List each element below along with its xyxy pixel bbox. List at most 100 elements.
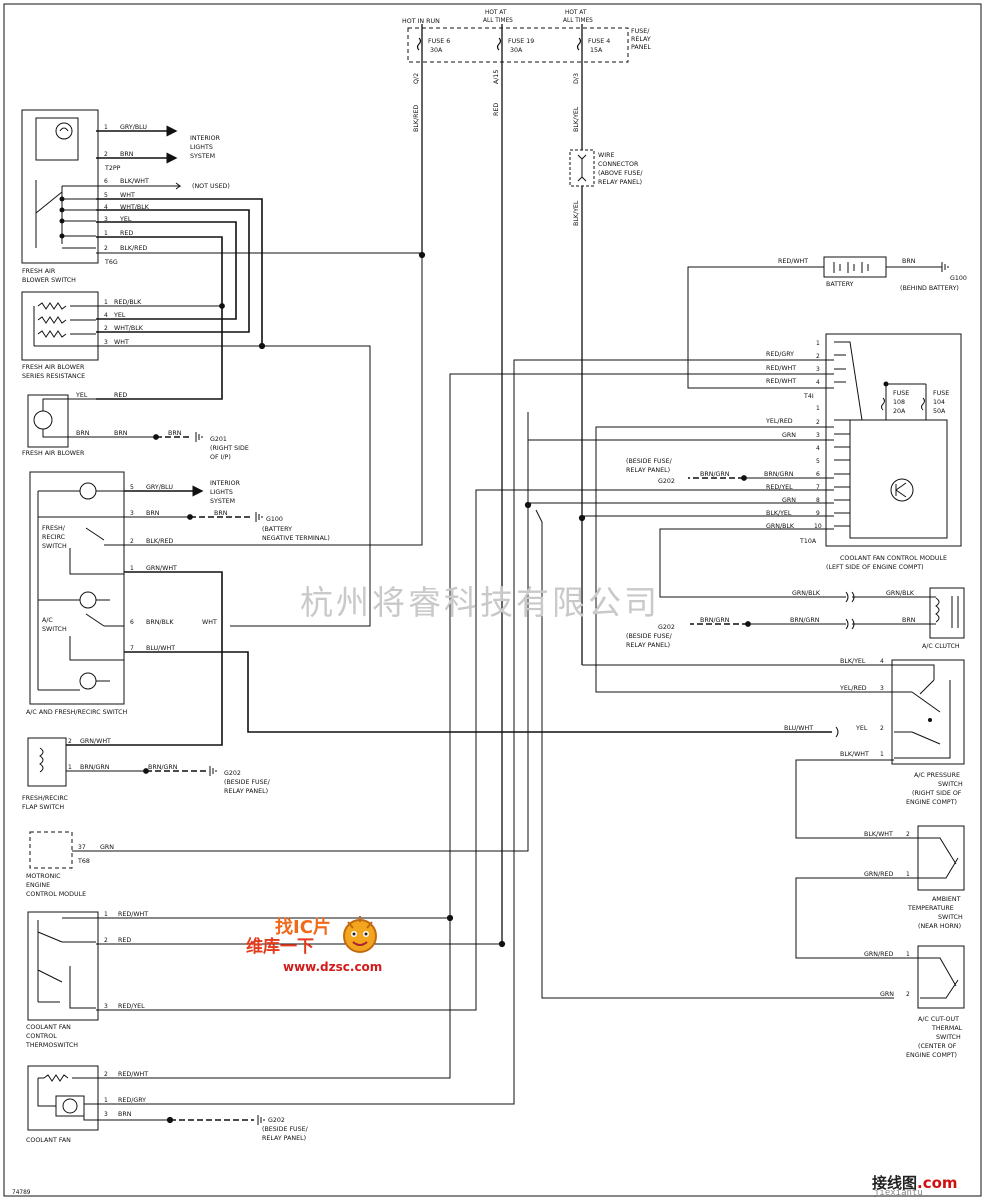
bs-il-2: LIGHTS (190, 144, 213, 151)
bm-yel: YEL (75, 392, 88, 399)
bs-pin-3: 3 (104, 216, 108, 223)
t4-pin-4: 4 (816, 379, 820, 386)
wire-wht-5 (96, 198, 263, 346)
blower-lamp-filament (59, 127, 69, 132)
fm-ground-wire: BRN/GRN (700, 471, 730, 478)
fm-ground-loc-2: RELAY PANEL) (626, 467, 670, 474)
wire-red-wht-fan (96, 373, 834, 1079)
battery-ground: G100 (950, 275, 967, 282)
t10-pin-4: 4 (816, 445, 820, 452)
fan-module-transistor-leads (895, 482, 907, 498)
bs-pin-6: 6 (104, 178, 108, 185)
flap-pin-2: 2 (68, 738, 72, 745)
flap-wire-1: BRN/GRN (80, 764, 110, 771)
wire-blk-wht-6 (96, 182, 182, 190)
bs-pin-1b: 1 (104, 230, 108, 237)
bs-wire-6: BLK/WHT (120, 178, 149, 185)
t4-wire-2: RED/GRY (766, 351, 794, 358)
flap-switch-coil (39, 747, 44, 773)
ac-g100: G100 (266, 516, 283, 523)
ac-clutch-coil (935, 596, 959, 628)
wire-grn-red-ambient (795, 877, 920, 959)
wire-grn-cross (535, 509, 894, 999)
pressure-name-2: SWITCH (938, 781, 963, 788)
wire-grn-blk-t10 (659, 528, 846, 598)
pressure-pin-4: 4 (880, 658, 884, 665)
clutch-wire-l2: BRN/GRN (790, 617, 820, 624)
fuse-19-wire-color: RED (493, 103, 500, 116)
ac-sub-1b: RECIRC (42, 534, 66, 541)
pressure-pin-2: 2 (880, 725, 884, 732)
ac-il-1: INTERIOR (210, 480, 241, 487)
ambient-wire-2: BLK/WHT (864, 831, 893, 838)
ambient-box (917, 825, 965, 891)
bm-brn-1: BRN (76, 430, 90, 437)
ground-g201 (195, 432, 203, 442)
fuse-6-terminal: Q/2 (413, 73, 420, 84)
jiexiantu-url: jiexiantu (874, 1188, 923, 1198)
ambient-name-2: TEMPERATURE (907, 905, 954, 912)
fuse-19-name: FUSE 19 (508, 38, 534, 45)
ambient-pin-1: 1 (906, 871, 910, 878)
t10-pin-9: 9 (816, 510, 820, 517)
t10-pin-7: 7 (816, 484, 820, 491)
thermo-name-2: CONTROL (26, 1033, 57, 1040)
wire-red-gry-fan (96, 359, 834, 1105)
connector-arrows (577, 154, 587, 182)
sr-wire-3: WHT (114, 339, 129, 346)
coolant-fan-box (27, 1065, 99, 1131)
wire-red-1 (96, 236, 223, 400)
cutout-pin-1: 1 (906, 951, 910, 958)
cutout-name-4: (CENTER OF (918, 1043, 957, 1050)
series-resistance-coils (33, 302, 96, 347)
pressure-blu-wht: BLU/WHT (784, 725, 813, 732)
dzsc-watermark-url: www.dzsc.com (283, 960, 383, 974)
sr-pin-1: 1 (104, 299, 108, 306)
ground-g100 (941, 262, 949, 272)
wire-yel-red-t10 (595, 426, 894, 693)
thermo-wire-2: RED (118, 937, 131, 944)
supply-label-3b: ALL TIMES (563, 18, 593, 24)
clutch-ground-wire: BRN/GRN (700, 617, 730, 624)
pressure-pin-3: 3 (880, 685, 884, 692)
fuse-6-rating: 30A (430, 47, 443, 54)
cutout-box (917, 945, 965, 1009)
ac-wire-1: GRN/WHT (146, 565, 177, 572)
fuse-19-rating: 30A (510, 47, 523, 54)
t10-pin-3: 3 (816, 432, 820, 439)
sr-wire-4: YEL (113, 312, 126, 319)
bm-brn-2: BRN (114, 430, 128, 437)
wire-wht-sr-out (96, 345, 371, 627)
ac-pin-1: 1 (130, 565, 134, 572)
wire-blk-wht-pressure (795, 759, 920, 839)
thermo-name-3: THERMOSWITCH (25, 1042, 78, 1049)
clutch-connectors (845, 591, 855, 630)
sr-name-2: SERIES RESISTANCE (22, 373, 85, 380)
pressure-wire-3: YEL/RED (839, 685, 867, 692)
fan-wire-3: BRN (118, 1111, 132, 1118)
sr-wire-1: RED/BLK (114, 299, 142, 306)
bs-wire-2b: BLK/RED (120, 245, 147, 252)
thermo-wire-1: RED/WHT (118, 911, 148, 918)
ac-sub-2b: SWITCH (42, 626, 67, 633)
cutout-pin-2: 2 (906, 991, 910, 998)
ac-switch-box (29, 471, 125, 705)
fm-fuse-104-a: FUSE (933, 390, 949, 397)
fm-ground: G202 (658, 478, 675, 485)
fan-ground-loc-1: (BESIDE FUSE/ (262, 1126, 309, 1133)
ac-pressure-internals (894, 664, 951, 759)
ac-lamp-1 (79, 482, 97, 500)
flap-pin-1: 1 (68, 764, 72, 771)
fuse-6-wire-color: BLK/RED (413, 105, 420, 132)
bm-ground-loc-1: (RIGHT SIDE (210, 445, 249, 452)
ac-pin-5: 5 (130, 484, 134, 491)
flap-name-2: FLAP SWITCH (22, 804, 64, 811)
ac-lamp-3 (79, 672, 97, 690)
bs-conn-t2pp: T2PP (104, 165, 121, 172)
clutch-ground-loc-1: (BESIDE FUSE/ (626, 633, 673, 640)
ambient-wire-1: GRN/RED (864, 871, 893, 878)
fan-wire-2: RED/WHT (118, 1071, 148, 1078)
clutch-name: A/C CLUTCH (922, 643, 960, 650)
cutout-name-5: ENGINE COMPT) (906, 1052, 957, 1059)
